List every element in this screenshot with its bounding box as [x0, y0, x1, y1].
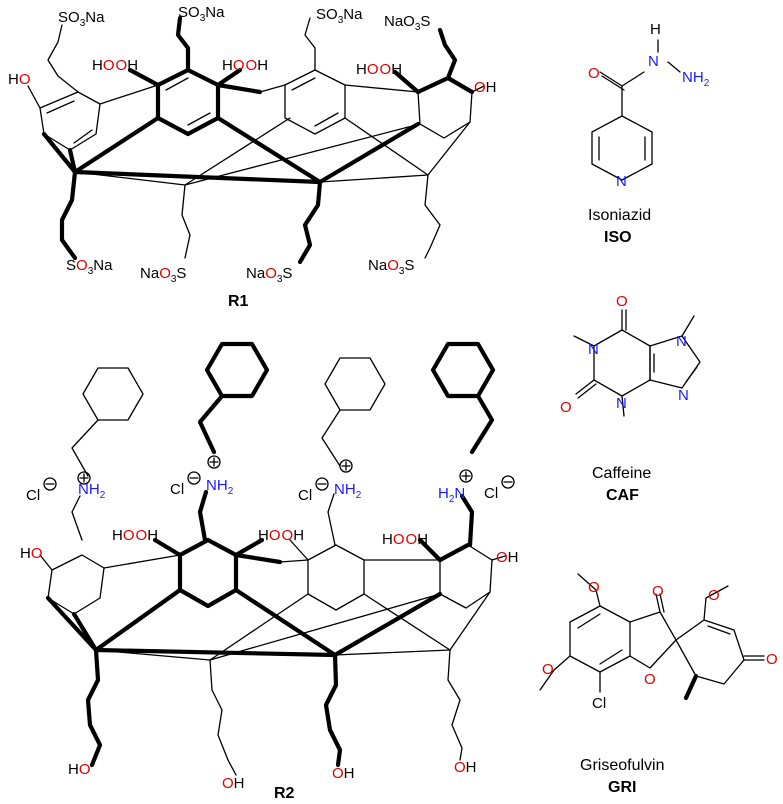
svg-text:HOOH: HOOH — [92, 57, 138, 74]
svg-text:SO3Na: SO3Na — [316, 6, 363, 26]
svg-text:O: O — [766, 651, 778, 668]
r2-chain-4 — [447, 649, 463, 761]
svg-text:NH2: NH2 — [682, 69, 710, 89]
svg-text:HOOH: HOOH — [258, 527, 304, 544]
structure-r2: Cl NH2 Cl NH2 Cl NH2 H2N Cl HO HOOH HOOH… — [20, 341, 519, 802]
r1-chain-3 — [297, 179, 323, 265]
r2-benzyl-1 — [82, 367, 144, 421]
svg-text:O: O — [560, 399, 572, 416]
svg-text:O: O — [588, 65, 600, 82]
svg-text:SO3Na: SO3Na — [178, 4, 225, 24]
r2-benzyl-2 — [204, 341, 270, 399]
r2-chain-3 — [323, 652, 343, 768]
caf-six-ring — [593, 329, 651, 397]
svg-text:N: N — [616, 173, 627, 190]
r2-chain-2 — [209, 659, 237, 776]
svg-text:O: O — [542, 661, 554, 678]
structure-isoniazid: O N H NH2 N Isoniazid ISO — [588, 21, 710, 246]
iso-pyridine-ring — [591, 115, 653, 181]
structure-r1: SO3Na SO3Na SO3Na NaO3S HO HOOH HOOH HOO… — [8, 4, 497, 310]
gri-abbr: GRI — [608, 779, 636, 796]
svg-text:HOOH: HOOH — [112, 527, 158, 544]
svg-text:H: H — [650, 21, 661, 38]
svg-text:N: N — [616, 395, 627, 412]
svg-text:NH2: NH2 — [78, 481, 106, 501]
svg-text:NaO3S: NaO3S — [140, 265, 186, 285]
iso-name: Isoniazid — [588, 207, 651, 224]
svg-text:SO3Na: SO3Na — [66, 257, 113, 277]
structure-caffeine: O N N O N N Caffeine CAF — [560, 293, 701, 504]
structure-griseofulvin: O O O O O O Cl Griseofulvin GRI — [539, 573, 778, 796]
r1-chain-1 — [59, 169, 78, 261]
svg-text:O: O — [652, 583, 664, 600]
caf-five-ring — [649, 335, 701, 389]
r1-chain-up-1 — [47, 24, 79, 93]
svg-text:OH: OH — [222, 775, 245, 792]
r2-label: R2 — [274, 785, 295, 802]
svg-text:N: N — [648, 53, 659, 70]
svg-text:O: O — [644, 671, 656, 688]
svg-text:SO3Na: SO3Na — [58, 9, 105, 29]
svg-text:HO: HO — [8, 71, 31, 88]
svg-text:NaO3S: NaO3S — [384, 13, 430, 33]
r2-chain-1 — [85, 647, 103, 768]
svg-text:N: N — [588, 341, 599, 358]
svg-text:O: O — [588, 579, 600, 596]
svg-text:O: O — [708, 587, 720, 604]
svg-text:Cl: Cl — [298, 487, 312, 504]
svg-text:Cl: Cl — [484, 485, 498, 502]
caf-name: Caffeine — [592, 465, 651, 482]
r2-ring-2 — [177, 537, 239, 609]
svg-text:N: N — [676, 333, 687, 350]
svg-text:HO: HO — [68, 761, 91, 778]
svg-text:OH: OH — [474, 79, 497, 96]
svg-text:N: N — [678, 387, 689, 404]
r1-ring-3 — [284, 69, 346, 135]
svg-text:Cl: Cl — [592, 695, 606, 712]
svg-text:HOOH: HOOH — [222, 57, 268, 74]
svg-text:NaO3S: NaO3S — [368, 257, 414, 277]
r1-label: R1 — [228, 293, 249, 310]
svg-text:Cl: Cl — [26, 487, 40, 504]
r1-chain-4 — [424, 174, 441, 259]
iso-abbr: ISO — [604, 229, 632, 246]
r2-benzyl-3 — [324, 357, 386, 411]
svg-text:H2N: H2N — [438, 485, 465, 505]
svg-text:HOOH: HOOH — [356, 61, 402, 78]
svg-text:OH: OH — [496, 549, 519, 566]
svg-text:HO: HO — [20, 545, 43, 562]
svg-text:OH: OH — [332, 765, 355, 782]
svg-text:NH2: NH2 — [334, 481, 362, 501]
caf-abbr: CAF — [606, 487, 639, 504]
r1-chain-2 — [181, 184, 191, 259]
svg-text:OH: OH — [454, 759, 477, 776]
svg-text:NH2: NH2 — [206, 477, 234, 497]
svg-text:NaO3S: NaO3S — [246, 265, 292, 285]
svg-text:HOOH: HOOH — [382, 531, 428, 548]
svg-text:Cl: Cl — [170, 481, 184, 498]
gri-benzene-ring — [569, 605, 631, 673]
gri-name: Griseofulvin — [580, 757, 664, 774]
r2-benzyl-4 — [430, 341, 496, 399]
r2-ring-3 — [307, 544, 365, 611]
svg-text:O: O — [616, 293, 628, 310]
